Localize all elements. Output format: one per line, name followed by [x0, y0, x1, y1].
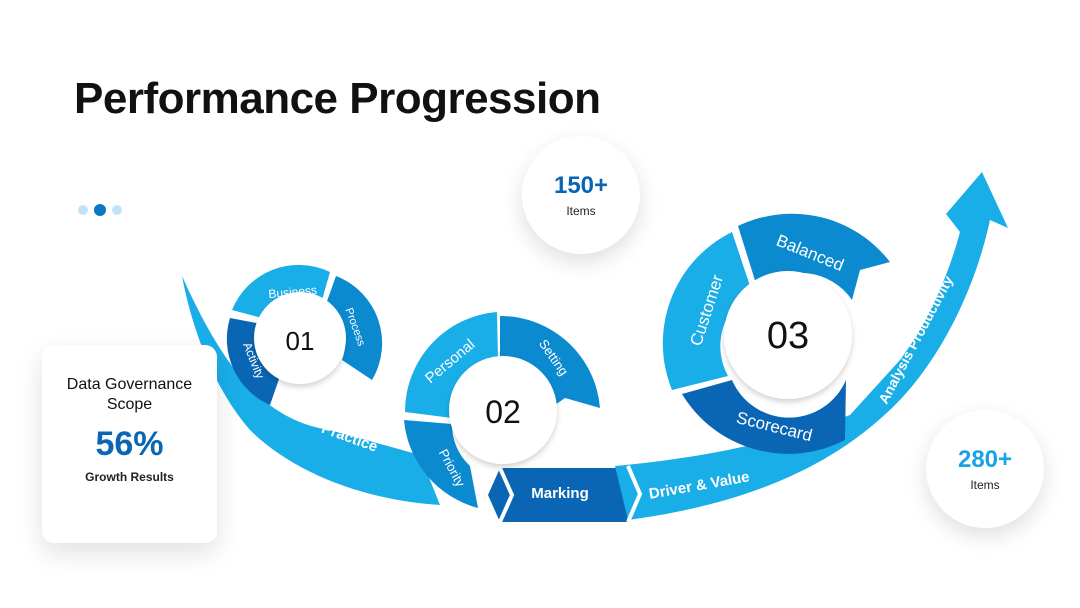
step-03-number: 03	[767, 315, 809, 357]
pagination-dot[interactable]	[112, 205, 122, 215]
segment-label: Business	[268, 283, 318, 301]
card-label: Growth Results	[85, 470, 174, 484]
step-02-number: 02	[485, 394, 521, 430]
pagination-dot-active[interactable]	[94, 204, 106, 216]
card-title: Data Governance Scope	[66, 376, 193, 413]
step-03-ring	[662, 213, 890, 454]
stat-label: Items	[970, 478, 1000, 492]
stat-card: Data Governance Scope 56% Growth Results	[42, 345, 217, 543]
pagination-dot[interactable]	[78, 205, 88, 215]
stat-value: 280+	[957, 446, 1013, 473]
page-title: Performance Progression	[74, 74, 601, 123]
card-value: 56%	[95, 425, 164, 463]
pagination-dots[interactable]	[78, 204, 122, 216]
step-01-number: 01	[286, 326, 315, 356]
swoosh-band-mid	[488, 468, 628, 522]
swoosh-band-left	[182, 276, 440, 505]
stat-label: Items	[566, 204, 596, 218]
step-01-ring	[226, 264, 383, 405]
stat-bubble-right: 280+ Items	[926, 410, 1044, 528]
stat-value: 150+	[553, 172, 609, 199]
path-label: Marking	[531, 485, 589, 502]
stat-bubble-top: 150+ Items	[522, 136, 640, 254]
step-02-ring	[404, 312, 600, 508]
